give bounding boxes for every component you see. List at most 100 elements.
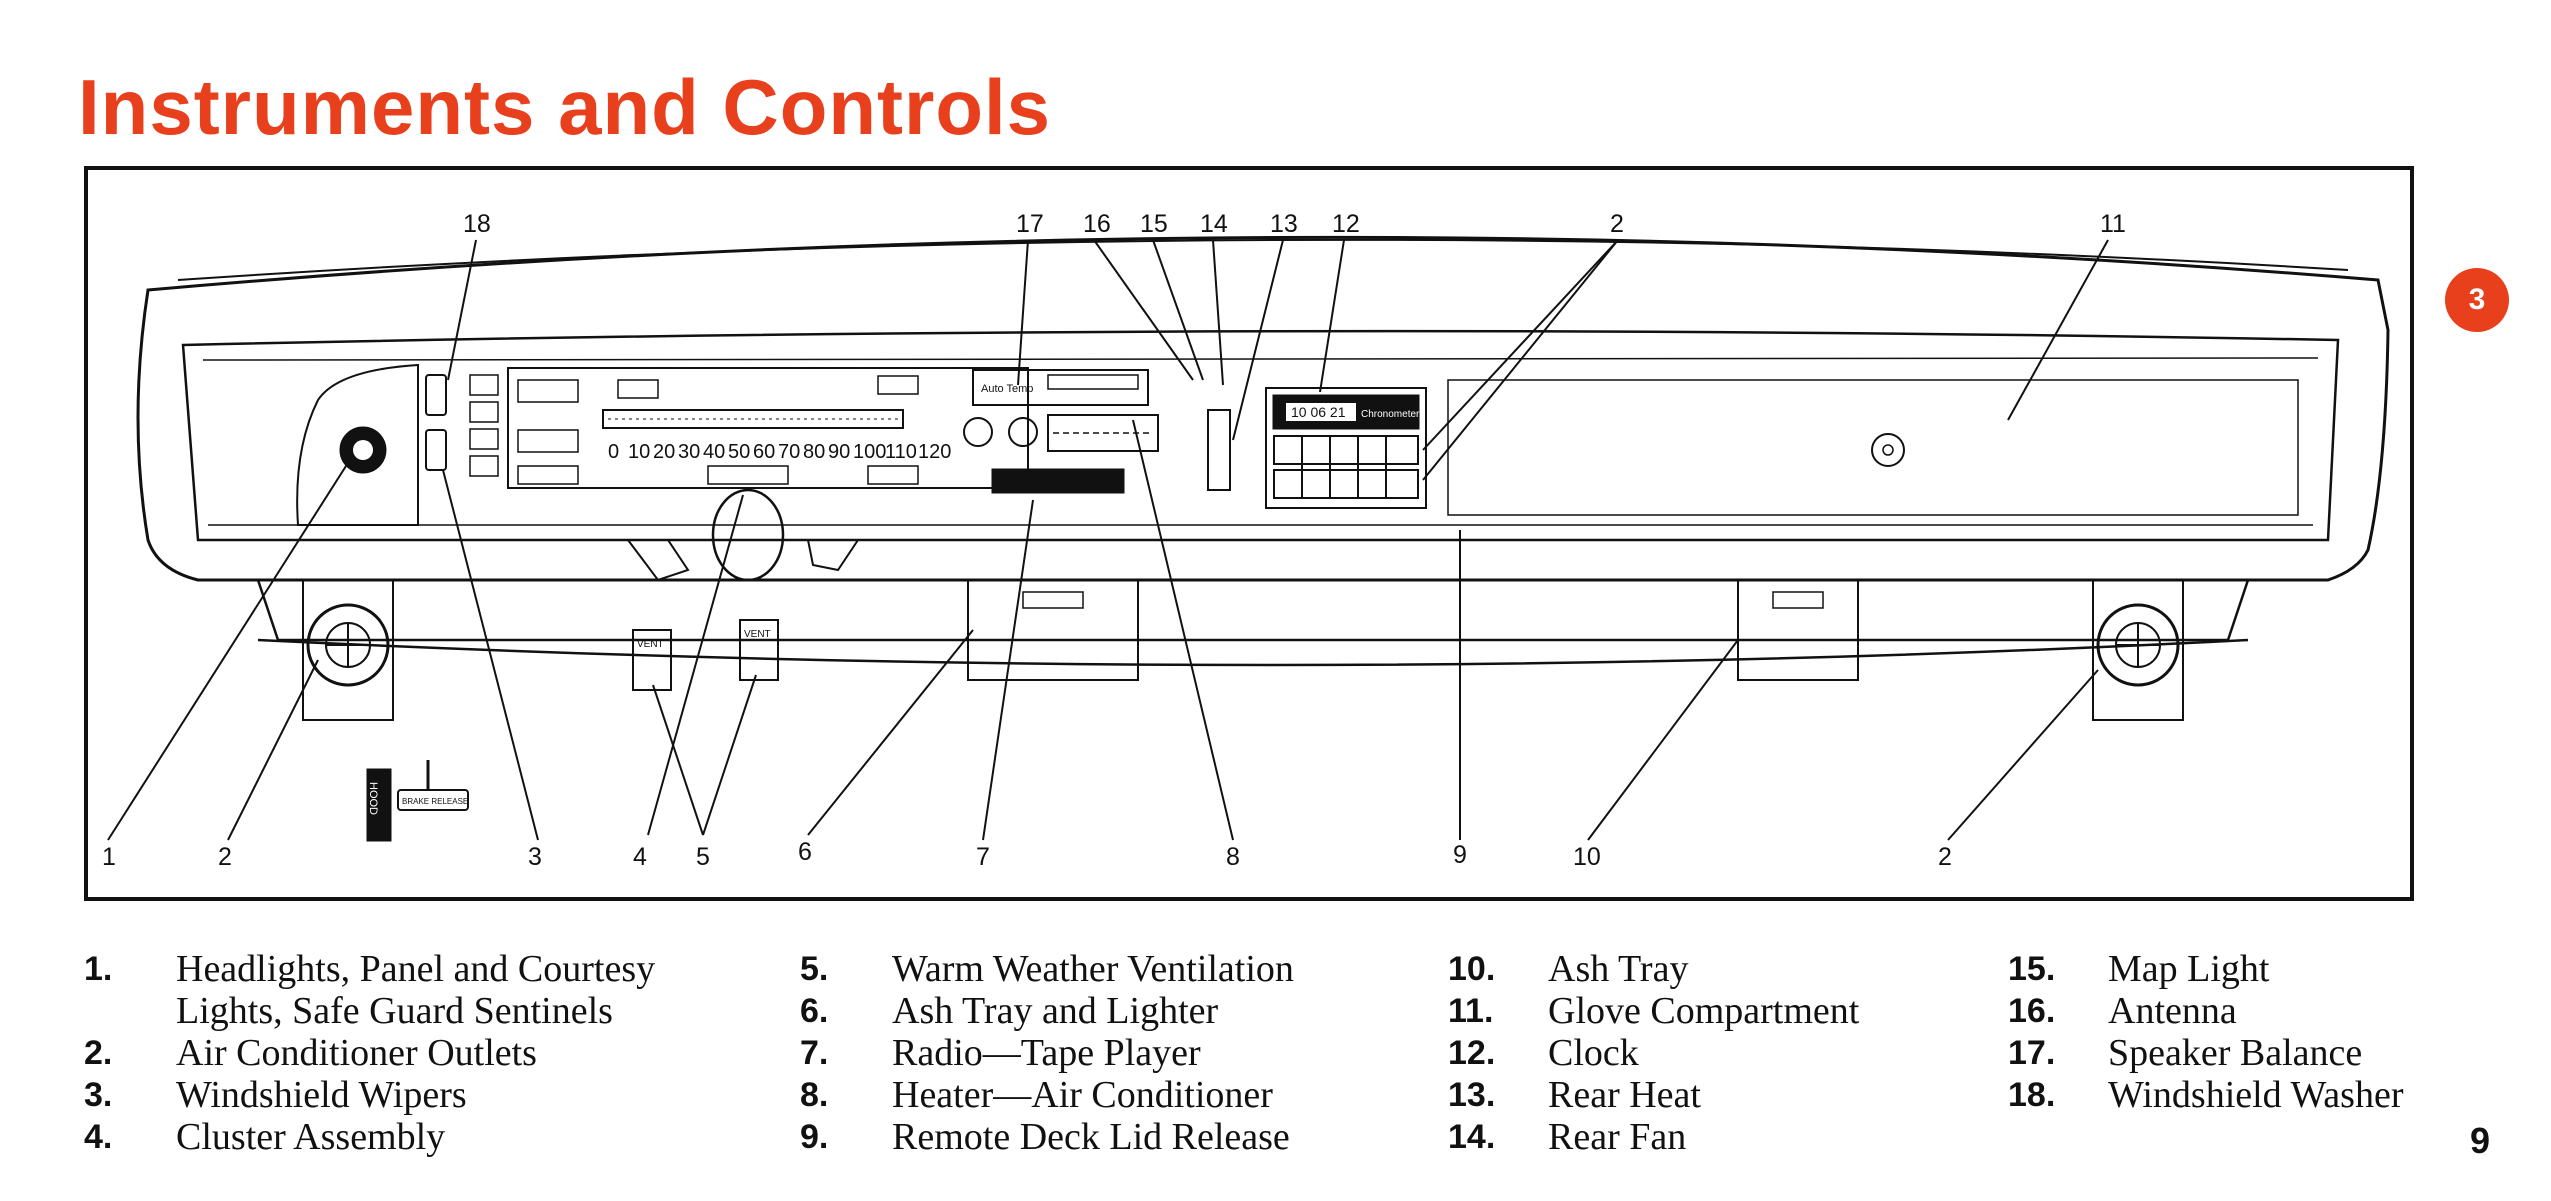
dash-lower-lip bbox=[257, 638, 2249, 667]
dashboard-illustration: 0 10 20 30 40 50 60 70 80 90 100 110 120… bbox=[102, 210, 2390, 871]
callout-17: 17 bbox=[1016, 210, 1044, 238]
page-title: Instruments and Controls bbox=[78, 63, 1052, 151]
callout-7: 7 bbox=[976, 843, 990, 871]
ash-tray-lighter bbox=[967, 579, 1139, 681]
legend-text: Ash Tray bbox=[1548, 948, 1689, 990]
vent-pull-right bbox=[739, 619, 779, 681]
speed-tick: 10 bbox=[628, 441, 650, 463]
legend-number: 16. bbox=[2008, 992, 2056, 1030]
glove-lock bbox=[1871, 433, 1905, 467]
callout-18: 18 bbox=[463, 210, 491, 238]
legend-item: 12. Clock bbox=[1448, 1032, 1859, 1074]
legend-text: Windshield Wipers bbox=[176, 1074, 467, 1116]
radio-knob-left bbox=[963, 417, 993, 447]
legend-item: 9. Remote Deck Lid Release bbox=[800, 1116, 1294, 1158]
legend-text: Rear Heat bbox=[1548, 1074, 1701, 1116]
legend-item: 7. Radio—Tape Player bbox=[800, 1032, 1294, 1074]
legend-number: 15. bbox=[2008, 950, 2056, 988]
cluster-assembly bbox=[507, 367, 1029, 489]
legend-number: 3. bbox=[84, 1076, 113, 1114]
hood-label: HOOD bbox=[367, 782, 379, 815]
legend-text: Air Conditioner Outlets bbox=[176, 1032, 537, 1074]
legend-column: 1. Headlights, Panel and Courtesy Lights… bbox=[84, 948, 655, 1158]
legend-text: Rear Fan bbox=[1548, 1116, 1687, 1158]
legend-item: 2. Air Conditioner Outlets bbox=[84, 1032, 655, 1074]
callout-3: 3 bbox=[528, 843, 542, 871]
legend-number: 1. bbox=[84, 950, 113, 988]
speed-tick: 30 bbox=[678, 441, 700, 463]
speed-tick: 70 bbox=[778, 441, 800, 463]
legend-number: 13. bbox=[1448, 1076, 1496, 1114]
legend-item: 4. Cluster Assembly bbox=[84, 1116, 655, 1158]
legend-text: Windshield Washer bbox=[2108, 1074, 2404, 1116]
legend-column: 15. Map Light 16. Antenna 17. Speaker Ba… bbox=[2008, 948, 2403, 1116]
speed-tick: 20 bbox=[653, 441, 675, 463]
legend-item: 18. Windshield Washer bbox=[2008, 1074, 2403, 1116]
legend-number: 6. bbox=[800, 992, 829, 1030]
clock-readout: 10 06 21 bbox=[1291, 404, 1346, 420]
legend-item: 10. Ash Tray bbox=[1448, 948, 1859, 990]
legend-text: Clock bbox=[1548, 1032, 1639, 1074]
callout-6: 6 bbox=[798, 838, 812, 866]
leader-lines bbox=[107, 239, 2109, 841]
speed-tick: 0 bbox=[608, 441, 619, 463]
legend-item: 3. Windshield Wipers bbox=[84, 1074, 655, 1116]
legend-text: Lights, Safe Guard Sentinels bbox=[176, 990, 613, 1032]
legend-item: 13. Rear Heat bbox=[1448, 1074, 1859, 1116]
dash-inner-panel-line bbox=[202, 357, 2319, 361]
callout-9: 9 bbox=[1453, 841, 1467, 869]
legend-number: 8. bbox=[800, 1076, 829, 1114]
heater-ac-panel bbox=[972, 369, 1149, 406]
legend-number: 4. bbox=[84, 1118, 113, 1156]
legend-number: 17. bbox=[2008, 1034, 2056, 1072]
callout-2: 2 bbox=[218, 843, 232, 871]
brake-release-label: BRAKE RELEASE bbox=[402, 797, 468, 806]
legend-number: 10. bbox=[1448, 950, 1496, 988]
dash-inner-panel bbox=[181, 329, 2340, 542]
speed-tick: 50 bbox=[728, 441, 750, 463]
dash-top-rim bbox=[177, 238, 2349, 281]
callout-13: 13 bbox=[1270, 210, 1298, 238]
dashboard-diagram: 0 10 20 30 40 50 60 70 80 90 100 110 120… bbox=[84, 166, 2414, 901]
speed-tick: 90 bbox=[828, 441, 850, 463]
legend-text: Headlights, Panel and Courtesy bbox=[176, 948, 656, 990]
legend-number: 2. bbox=[84, 1034, 113, 1072]
dash-outer-shell bbox=[136, 235, 2390, 582]
legend-number: 11. bbox=[1448, 992, 1494, 1030]
callout-16: 16 bbox=[1083, 210, 1111, 238]
legend-text: Warm Weather Ventilation bbox=[892, 948, 1294, 990]
speed-tick: 60 bbox=[753, 441, 775, 463]
glove-compartment bbox=[1447, 379, 2299, 516]
callout-1: 1 bbox=[102, 843, 116, 871]
legend-text: Cluster Assembly bbox=[176, 1116, 446, 1158]
legend-item: 14. Rear Fan bbox=[1448, 1116, 1859, 1158]
wiper-switch bbox=[425, 429, 447, 471]
vent-pull-left bbox=[632, 629, 672, 691]
callout-11: 11 bbox=[2100, 210, 2126, 238]
speedometer-ticks: 0 10 20 30 40 50 60 70 80 90 100 110 120 bbox=[608, 441, 951, 463]
legend-number: 18. bbox=[2008, 1076, 2056, 1114]
legend-item: 11. Glove Compartment bbox=[1448, 990, 1859, 1032]
callout-8: 8 bbox=[1226, 843, 1240, 871]
callout-14: 14 bbox=[1200, 210, 1228, 238]
legend-item: 16. Antenna bbox=[2008, 990, 2403, 1032]
legend-column: 5. Warm Weather Ventilation 6. Ash Tray … bbox=[800, 948, 1294, 1158]
right-ac-outlet bbox=[2096, 603, 2180, 687]
tape-slot bbox=[991, 468, 1125, 494]
clock-brand: Chronometer bbox=[1361, 409, 1420, 420]
legend-item: 1. Headlights, Panel and Courtesy Lights… bbox=[84, 948, 655, 1032]
callout-12: 12 bbox=[1332, 210, 1360, 238]
legend-text: Radio—Tape Player bbox=[892, 1032, 1201, 1074]
dash-lower-valence bbox=[256, 579, 2250, 642]
legend-text: Remote Deck Lid Release bbox=[892, 1116, 1290, 1158]
vent-label: VENT bbox=[744, 629, 771, 640]
legend-column: 10. Ash Tray 11. Glove Compartment 12. C… bbox=[1448, 948, 1859, 1158]
legend-number: 12. bbox=[1448, 1034, 1496, 1072]
left-ac-outlet bbox=[306, 603, 390, 687]
callout-5: 5 bbox=[696, 843, 710, 871]
callout-15: 15 bbox=[1140, 210, 1168, 238]
center-ac-vent bbox=[1273, 435, 1419, 499]
legend-item: 8. Heater—Air Conditioner bbox=[800, 1074, 1294, 1116]
vent-label: VENT bbox=[637, 639, 664, 650]
speed-tick: 110 bbox=[885, 441, 917, 463]
